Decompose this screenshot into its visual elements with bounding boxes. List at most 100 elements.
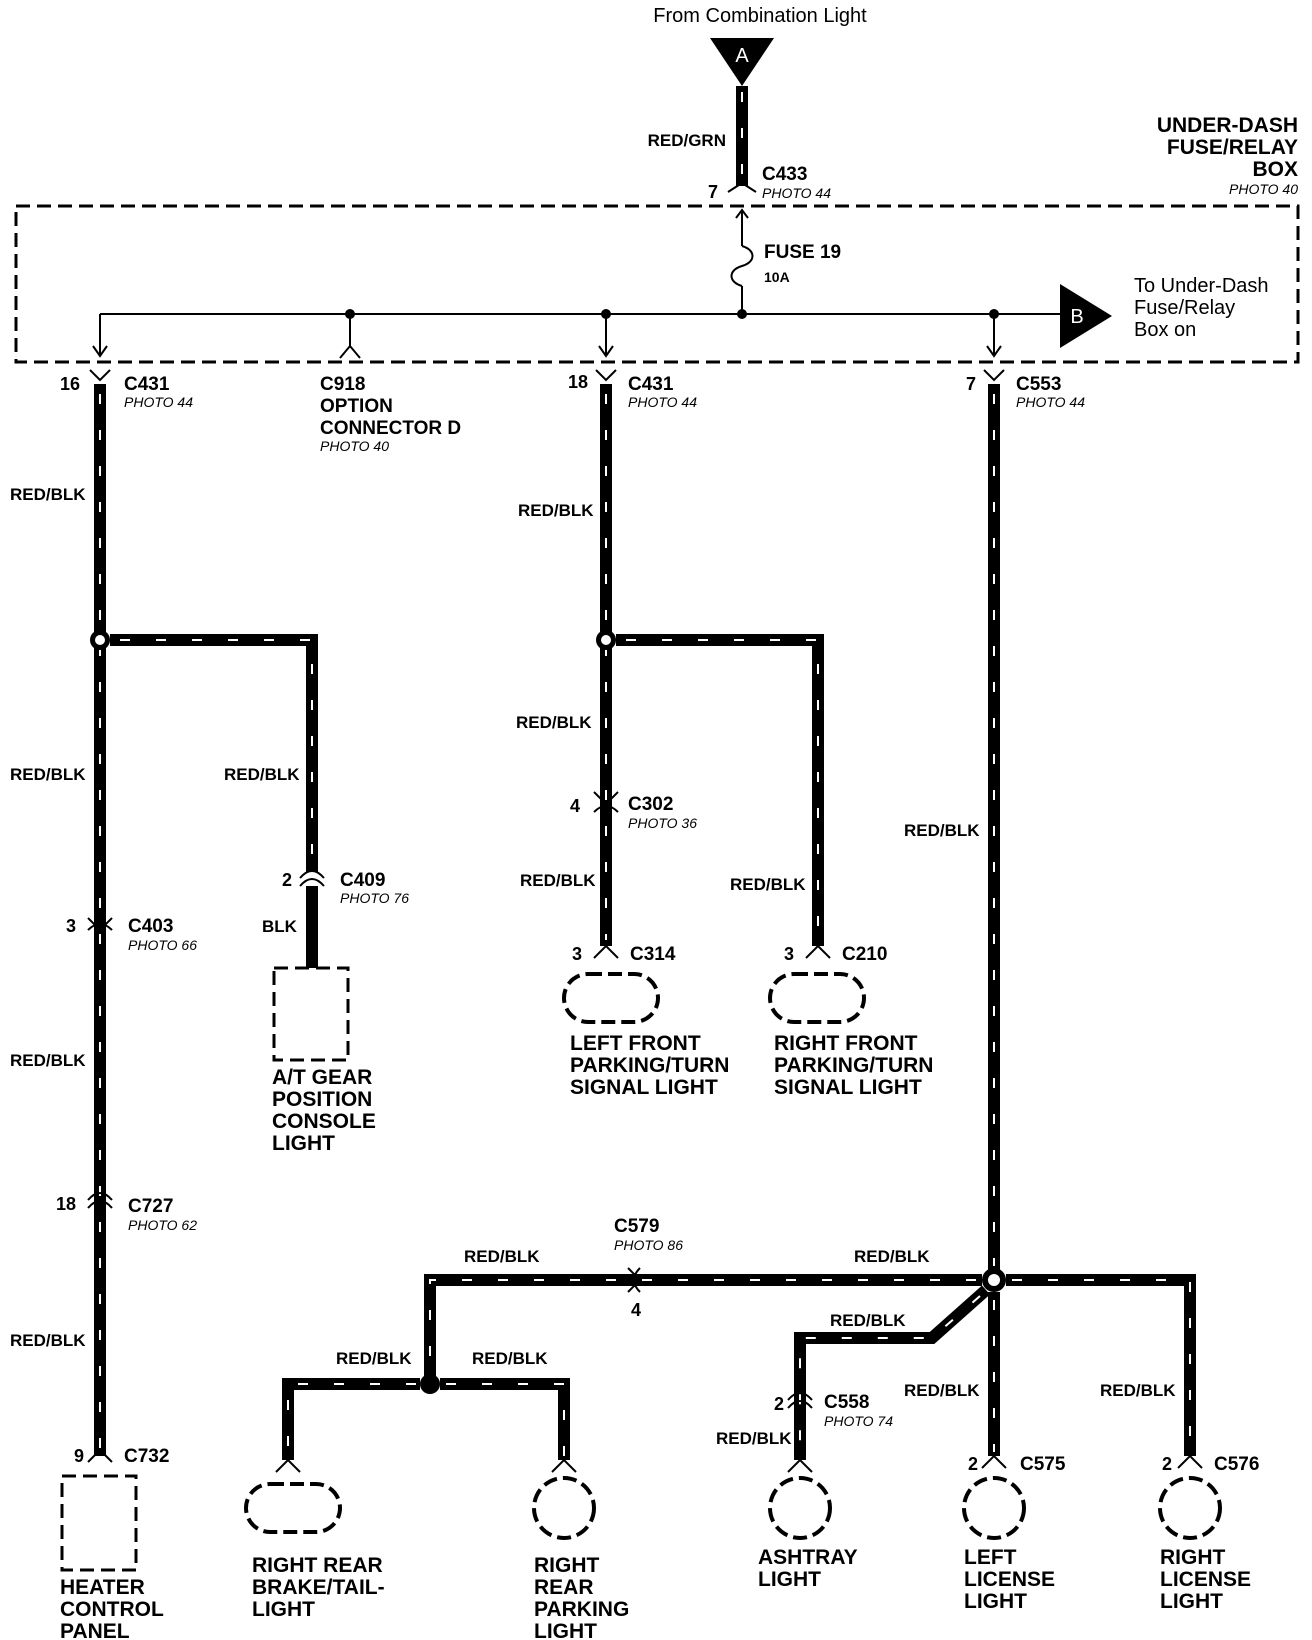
c918-label: C918 bbox=[320, 374, 365, 395]
wire-label-c579-right: RED/BLK bbox=[854, 1247, 930, 1266]
at-gear-label-3: CONSOLE bbox=[272, 1110, 376, 1133]
c314-symbol bbox=[593, 944, 619, 959]
wire-to-right-front bbox=[616, 634, 824, 946]
c575-pin: 2 bbox=[968, 1454, 978, 1474]
left-license-light bbox=[962, 1476, 1026, 1540]
c409-photo: PHOTO 76 bbox=[340, 890, 409, 906]
right-front-label-2: PARKING/TURN bbox=[774, 1054, 933, 1077]
right-front-light bbox=[768, 972, 866, 1024]
wire-label-c579-left: RED/BLK bbox=[464, 1247, 540, 1266]
c431-mid-pin: 18 bbox=[568, 372, 588, 392]
c314-label: C314 bbox=[630, 944, 676, 965]
fuse-19-rating: 10A bbox=[764, 269, 790, 285]
rr-parking-label-2: REAR bbox=[534, 1576, 594, 1599]
wire-label-right-1: RED/BLK bbox=[904, 821, 980, 840]
wire-label-right-license: RED/BLK bbox=[1100, 1381, 1176, 1400]
wire-label-ashtray-2: RED/BLK bbox=[716, 1429, 792, 1448]
c579-label: C579 bbox=[614, 1216, 659, 1237]
c727-pin: 18 bbox=[56, 1194, 76, 1214]
c579-photo: PHOTO 86 bbox=[614, 1237, 683, 1253]
c558-photo: PHOTO 74 bbox=[824, 1413, 893, 1429]
c732-pin: 9 bbox=[74, 1446, 84, 1466]
wire-label-left-1: RED/BLK bbox=[10, 485, 86, 504]
wire-label-left-3: RED/BLK bbox=[10, 1051, 86, 1070]
at-gear-label-1: A/T GEAR bbox=[272, 1066, 372, 1089]
fuse-box-photo: PHOTO 40 bbox=[1229, 181, 1298, 197]
wire-label-mid-3: RED/BLK bbox=[520, 871, 596, 890]
c727-label: C727 bbox=[128, 1196, 173, 1217]
rr-brake-light bbox=[244, 1482, 342, 1534]
rr-parking-light bbox=[532, 1476, 596, 1540]
wire-label-rr-parking: RED/BLK bbox=[472, 1349, 548, 1368]
wire-label-rr-brake: RED/BLK bbox=[336, 1349, 412, 1368]
ashtray-label-2: LIGHT bbox=[758, 1568, 821, 1591]
c558-label: C558 bbox=[824, 1392, 869, 1413]
at-gear-box bbox=[272, 966, 350, 1062]
c210-symbol bbox=[805, 944, 831, 959]
source-terminal-arrow bbox=[710, 38, 774, 86]
c575-symbol bbox=[981, 1454, 1007, 1469]
c433-connector-symbol bbox=[727, 181, 757, 193]
wire-label-blk: BLK bbox=[262, 917, 298, 936]
to-terminal-arrow bbox=[1060, 284, 1112, 348]
fuse-box-title-2: FUSE/RELAY bbox=[1167, 136, 1298, 159]
c210-label: C210 bbox=[842, 944, 887, 965]
c575-label: C575 bbox=[1020, 1454, 1066, 1475]
splice-rear bbox=[420, 1374, 440, 1394]
to-label-1: To Under-Dash bbox=[1134, 275, 1269, 297]
at-gear-label-2: POSITION bbox=[272, 1088, 372, 1111]
left-license-label-2: LICENSE bbox=[964, 1568, 1055, 1591]
c727-photo: PHOTO 62 bbox=[128, 1217, 197, 1233]
c553-pin: 7 bbox=[966, 374, 976, 394]
wire-to-c409 bbox=[110, 634, 318, 872]
right-license-label-1: RIGHT bbox=[1160, 1546, 1226, 1569]
left-license-label-1: LEFT bbox=[964, 1546, 1017, 1569]
c302-symbol bbox=[593, 791, 619, 806]
c403-photo: PHOTO 66 bbox=[128, 937, 197, 953]
right-front-label-1: RIGHT FRONT bbox=[774, 1032, 918, 1055]
c433-pin: 7 bbox=[708, 182, 718, 202]
c579-symbol bbox=[627, 1267, 642, 1293]
fuse-box-outline bbox=[14, 204, 1300, 364]
c732-label: C732 bbox=[124, 1446, 169, 1467]
c576-symbol bbox=[1177, 1454, 1203, 1469]
heater-box bbox=[60, 1474, 138, 1572]
ashtray-light bbox=[768, 1476, 832, 1540]
c727-symbol bbox=[87, 1192, 113, 1201]
c409-pin: 2 bbox=[282, 870, 292, 890]
to-label-3: Box on bbox=[1134, 319, 1196, 341]
c210-pin: 3 bbox=[784, 944, 794, 964]
rr-brake-label-2: BRAKE/TAIL- bbox=[252, 1576, 385, 1599]
wire-label-left-2: RED/BLK bbox=[10, 765, 86, 784]
to-terminal-label: B bbox=[1070, 306, 1083, 328]
c431-mid-symbol bbox=[595, 369, 617, 382]
fuse-box-title-3: BOX bbox=[1252, 158, 1298, 181]
c403-pin: 3 bbox=[66, 916, 76, 936]
c431-left-label: C431 bbox=[124, 374, 170, 395]
rr-brake-label-1: RIGHT REAR bbox=[252, 1554, 383, 1577]
c314-pin: 3 bbox=[572, 944, 582, 964]
c918-line2: OPTION bbox=[320, 396, 393, 417]
c431-mid-photo: PHOTO 44 bbox=[628, 394, 697, 410]
c431-left-symbol bbox=[89, 369, 111, 382]
ashtray-label-1: ASHTRAY bbox=[758, 1546, 858, 1569]
c409-symbol bbox=[299, 870, 325, 879]
c558-pin: 2 bbox=[774, 1394, 784, 1414]
rr-parking-label-4: LIGHT bbox=[534, 1620, 597, 1640]
wire-label-c409: RED/BLK bbox=[224, 765, 300, 784]
c558-symbol bbox=[787, 1392, 813, 1401]
c576-pin: 2 bbox=[1162, 1454, 1172, 1474]
right-front-label-3: SIGNAL LIGHT bbox=[774, 1076, 922, 1099]
wire-label-red-grn: RED/GRN bbox=[648, 131, 726, 150]
rr-parking-connector bbox=[551, 1458, 577, 1473]
rr-parking-label-3: PARKING bbox=[534, 1598, 629, 1621]
c553-symbol bbox=[983, 369, 1005, 382]
source-label: From Combination Light bbox=[653, 5, 867, 27]
right-license-light bbox=[1158, 1476, 1222, 1540]
at-gear-label-4: LIGHT bbox=[272, 1132, 335, 1155]
rr-brake-label-3: LIGHT bbox=[252, 1598, 315, 1621]
wire-label-ashtray-1: RED/BLK bbox=[830, 1311, 906, 1330]
wire-label-mid-1: RED/BLK bbox=[518, 501, 594, 520]
c302-label: C302 bbox=[628, 794, 673, 815]
